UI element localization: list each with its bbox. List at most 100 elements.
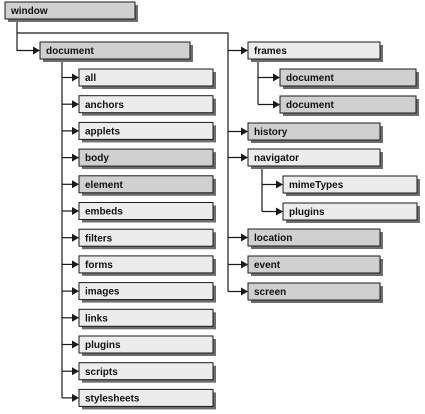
node-body: body [78, 148, 216, 170]
node-document-box [39, 41, 191, 60]
node-forms-box [78, 255, 214, 274]
node-applets: applets [78, 121, 216, 143]
arrow-links-icon [72, 313, 79, 322]
arrow-mimetypes-icon [276, 180, 283, 189]
node-event-box [247, 255, 381, 274]
node-history: history [247, 122, 383, 143]
node-screen-label: screen [254, 287, 286, 298]
arrow-images-icon [72, 287, 79, 296]
node-frames-doc-2: document [279, 95, 419, 116]
node-anchors: anchors [78, 95, 216, 116]
arrow-history-icon [241, 127, 248, 136]
node-mimetypes: mimeTypes [282, 175, 420, 196]
node-anchors-box [78, 95, 214, 114]
node-filters-label: filters [85, 233, 113, 244]
node-frames-doc-2-box [279, 95, 417, 114]
arrow-embeds-icon [72, 207, 79, 215]
node-element-label: element [85, 180, 123, 191]
node-plugins-box [78, 335, 214, 354]
arrow-applets-icon [72, 126, 79, 135]
arrow-document-icon [33, 46, 40, 55]
node-stylesheets-box [78, 388, 214, 407]
arrow-anchors-icon [72, 100, 79, 109]
node-scripts-label: scripts [85, 367, 118, 378]
node-element-box [78, 175, 214, 194]
node-location-box [247, 228, 381, 247]
arrow-location-icon [241, 233, 248, 242]
arrow-scripts-icon [72, 367, 79, 376]
node-mimetypes-box [282, 175, 418, 194]
node-location: location [247, 228, 383, 249]
node-embeds: embeds [78, 202, 216, 223]
node-forms-label: forms [85, 260, 113, 271]
node-applets-label: applets [85, 127, 120, 138]
node-window-label: window [10, 6, 48, 17]
connector-window-right-trunk [17, 32, 229, 292]
node-plugins: plugins [78, 335, 216, 356]
node-screen-box [247, 282, 381, 301]
node-applets-box [78, 121, 214, 140]
node-scripts-box [78, 362, 214, 381]
node-links-label: links [85, 313, 108, 324]
connector-layer [16, 20, 283, 402]
node-event: event [247, 255, 383, 276]
node-window-box [4, 1, 136, 20]
node-document: document [39, 41, 193, 62]
node-window: window [4, 1, 138, 22]
node-navigator: navigator [247, 148, 383, 169]
node-frames-label: frames [254, 46, 287, 57]
node-nav-plugins-label: plugins [289, 207, 325, 218]
node-stylesheets: stylesheets [78, 388, 216, 410]
node-layer: window document all anchors applets body eleme… [4, 1, 420, 410]
arrow-navigator-icon [241, 153, 248, 162]
arrow-nav-plugins-icon [276, 207, 283, 216]
arrow-stylesheets-icon [72, 393, 79, 402]
node-plugins-label: plugins [85, 340, 121, 351]
node-element: element [78, 175, 216, 196]
node-screen: screen [247, 282, 383, 303]
arrow-plugins-icon [72, 340, 79, 349]
node-event-label: event [254, 260, 281, 271]
node-nav-plugins-box [282, 202, 418, 221]
node-frames-doc-1-box [279, 68, 417, 87]
node-links: links [78, 308, 216, 330]
node-all: all [78, 68, 216, 89]
arrow-screen-icon [241, 287, 248, 296]
arrow-forms-icon [72, 260, 79, 269]
node-all-box [78, 68, 214, 87]
node-location-label: location [254, 233, 292, 244]
node-filters-box [78, 228, 214, 247]
node-history-box [247, 122, 381, 141]
node-body-label: body [85, 153, 109, 164]
node-frames-doc-2-label: document [286, 100, 334, 111]
node-navigator-box [247, 148, 381, 167]
node-stylesheets-label: stylesheets [85, 394, 140, 405]
node-embeds-label: embeds [85, 207, 123, 218]
node-body-box [78, 148, 214, 167]
arrow-frames-icon [241, 46, 248, 55]
node-embeds-box [78, 202, 214, 220]
node-document-label: document [46, 46, 94, 57]
node-links-box [78, 308, 214, 327]
node-frames: frames [247, 41, 383, 62]
node-filters: filters [78, 228, 216, 250]
node-nav-plugins: plugins [282, 202, 420, 223]
connector-window-document [16, 20, 39, 52]
node-images-box [78, 282, 214, 301]
node-frames-doc-1-label: document [286, 73, 334, 84]
arrow-frames-doc-2-icon [273, 100, 280, 109]
node-frames-doc-1: document [279, 68, 419, 89]
node-scripts: scripts [78, 362, 216, 383]
arrow-all-icon [72, 73, 79, 82]
arrow-element-icon [72, 180, 79, 189]
node-all-label: all [85, 73, 96, 84]
node-anchors-label: anchors [85, 100, 124, 111]
arrow-filters-icon [72, 233, 79, 242]
node-mimetypes-label: mimeTypes [289, 180, 344, 191]
node-navigator-label: navigator [254, 153, 299, 164]
node-images: images [78, 282, 216, 303]
arrow-body-icon [72, 153, 79, 162]
node-forms: forms [78, 255, 216, 276]
node-images-label: images [85, 287, 120, 298]
